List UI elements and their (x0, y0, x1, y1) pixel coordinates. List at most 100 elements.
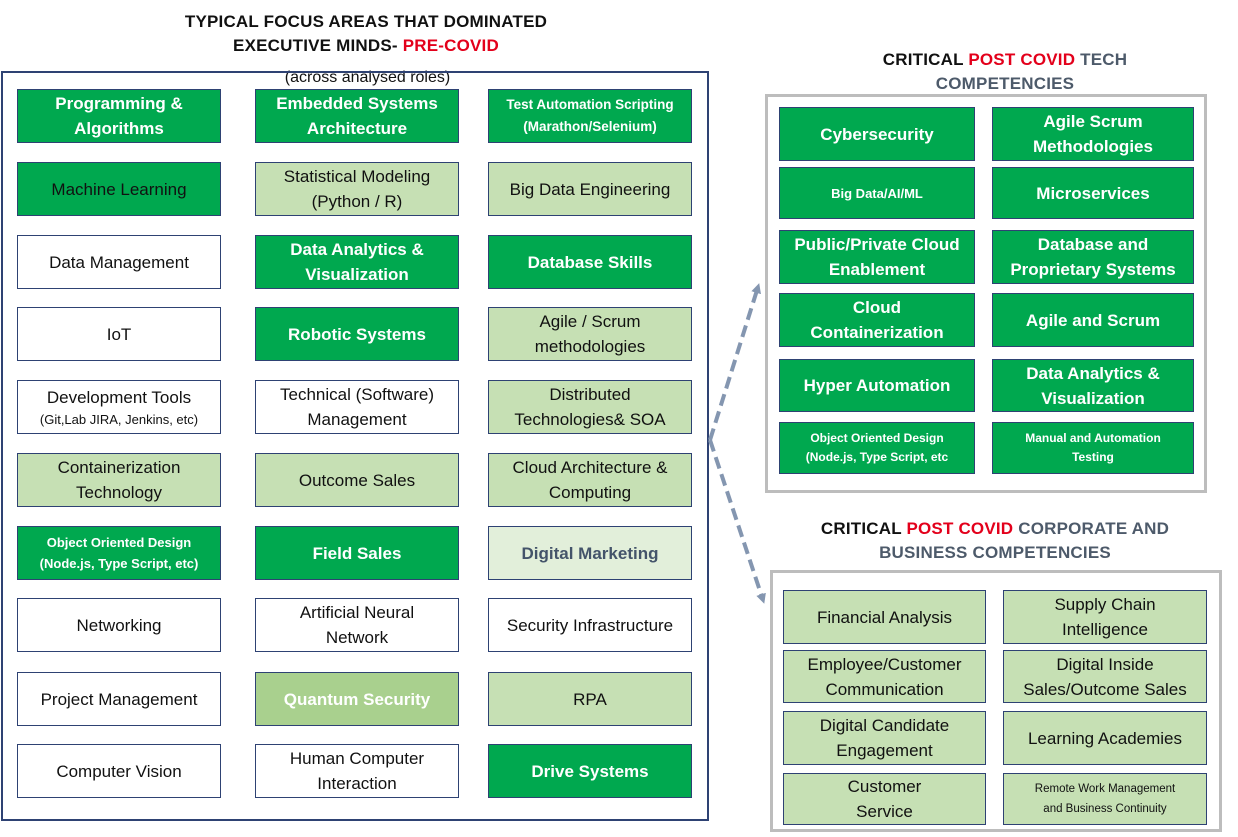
focus-area-cell-line: Algorithms (74, 119, 164, 138)
tech-competency-cell-line: Cybersecurity (820, 124, 934, 144)
focus-area-cell-line: Embedded Systems (276, 94, 438, 113)
tech-title-highlight: POST COVID (968, 50, 1076, 69)
focus-area-cell-text: Database Skills (528, 250, 653, 275)
focus-area-cell-text: Data Analytics &Visualization (290, 237, 424, 287)
business-competency-cell-line: Digital Inside (1056, 654, 1154, 674)
focus-area-cell-line: Cloud Architecture & (512, 458, 668, 477)
tech-competency-cell-line: Data Analytics & (1026, 363, 1160, 383)
focus-area-cell-text: Development Tools(Git,Lab JIRA, Jenkins,… (40, 385, 198, 430)
focus-area-cell: Networking (17, 598, 221, 652)
tech-competency-cell-text: Cybersecurity (820, 122, 933, 147)
focus-area-cell: Programming & Algorithms (17, 89, 221, 143)
tech-competency-cell-line: Object Oriented Design (810, 431, 944, 445)
focus-area-cell: Outcome Sales (255, 453, 459, 507)
business-competency-cell-line: Sales/Outcome Sales (1023, 679, 1187, 699)
business-competency-cell: Financial Analysis (783, 590, 986, 644)
focus-area-cell-line: Architecture (306, 119, 408, 138)
focus-area-cell-line: Interaction (317, 774, 397, 793)
business-title-prefix: CRITICAL (820, 519, 907, 538)
focus-area-cell-text: Field Sales (313, 541, 402, 566)
business-title-line2: BUSINESS COMPETENCIES (879, 543, 1111, 562)
focus-area-cell-text: Test Automation Scripting(Marathon/Selen… (506, 94, 673, 138)
focus-area-cell-line: Digital Marketing (521, 543, 659, 563)
focus-area-cell: Computer Vision (17, 744, 221, 798)
focus-area-cell-line: Quantum Security (283, 689, 431, 709)
focus-area-cell-line: Computer Vision (56, 761, 182, 781)
focus-area-cell-line: Artificial Neural (299, 603, 415, 622)
tech-title-line2: COMPETENCIES (935, 74, 1075, 93)
focus-area-cell: Project Management (17, 672, 221, 726)
focus-area-cell: Data Management (17, 235, 221, 289)
tech-competency-cell-line: (Node.js, Type Script, etc (805, 450, 949, 464)
focus-area-cell-text: Quantum Security (284, 687, 430, 712)
focus-area-cell-line: Computing (548, 483, 632, 502)
tech-competency-cell: Object Oriented Design (Node.js, Type Scr… (779, 422, 975, 474)
business-panel (770, 570, 1222, 832)
focus-area-cell-text: Project Management (41, 687, 198, 712)
pre-covid-title: TYPICAL FOCUS AREAS THAT DOMINATED EXECU… (150, 10, 582, 58)
focus-area-cell: Object Oriented Design(Node.js, Type Scr… (17, 526, 221, 580)
focus-area-cell-line: Technologies& SOA (514, 410, 666, 429)
tech-competency-cell-line: Agile and Scrum (1025, 310, 1161, 330)
focus-area-cell-text: Big Data Engineering (510, 177, 671, 202)
tech-competency-cell-line: Containerization (810, 323, 944, 342)
focus-area-cell: Robotic Systems (255, 307, 459, 361)
focus-area-cell: Digital Marketing (488, 526, 692, 580)
focus-area-cell-line: Outcome Sales (298, 470, 416, 490)
tech-competency-cell-line: Database and (1037, 235, 1149, 254)
business-competency-cell-line: Engagement (836, 741, 933, 760)
tech-panel (765, 94, 1207, 493)
tech-title-suffix: TECH (1075, 50, 1128, 69)
tech-competency-cell-line: Testing (1072, 450, 1114, 464)
focus-area-cell-text: Drive Systems (531, 759, 648, 784)
focus-area-cell-line: Security Infrastructure (506, 615, 674, 635)
focus-area-cell: Data Analytics &Visualization (255, 235, 459, 289)
focus-area-cell-line: Human Computer (289, 749, 425, 768)
focus-area-cell: Security Infrastructure (488, 598, 692, 652)
tech-competency-cell-line: Methodologies (1033, 137, 1153, 156)
focus-area-cell: Test Automation Scripting(Marathon/Selen… (488, 89, 692, 143)
pre-covid-panel (1, 71, 709, 821)
tech-competency-cell: Hyper Automation (779, 359, 975, 412)
focus-area-cell-line: Technical (Software) (279, 385, 434, 404)
focus-area-cell-text: Object Oriented Design(Node.js, Type Scr… (40, 532, 199, 574)
business-competency-cell-line: and Business Continuity (1043, 803, 1167, 815)
focus-area-cell-line: methodologies (534, 337, 646, 356)
focus-area-cell-line: IoT (106, 324, 132, 344)
focus-area-cell: RPA (488, 672, 692, 726)
focus-area-cell-line: Programming & (55, 94, 183, 113)
focus-area-cell-text: Programming & Algorithms (55, 91, 183, 141)
focus-area-cell-line: Database Skills (527, 252, 653, 272)
focus-area-cell-text: Digital Marketing (522, 541, 659, 566)
business-competency-cell-line: Supply Chain (1054, 595, 1156, 614)
focus-area-cell-line: Data Analytics & (290, 240, 424, 259)
focus-area-cell-line: Statistical Modeling (283, 167, 431, 186)
tech-competency-cell-text: Big Data/AI/ML (831, 183, 923, 204)
focus-area-cell-line: Technology (75, 483, 162, 502)
business-competency-cell-line: Service (856, 802, 913, 821)
tech-competency-cell: Data Analytics &Visualization (992, 359, 1194, 412)
focus-area-cell-line: Big Data Engineering (509, 179, 671, 199)
